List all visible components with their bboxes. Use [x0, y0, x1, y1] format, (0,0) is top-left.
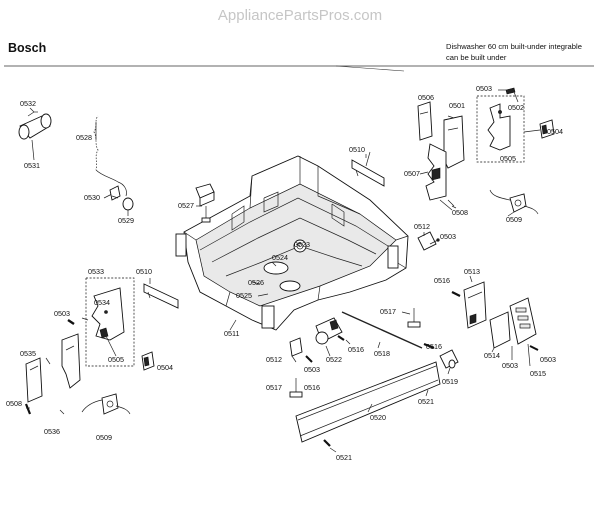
part-0518-rod [341, 311, 423, 349]
part-number-labels: 0503 0506 0501 0502 0504 0505 0507 0508 … [6, 84, 563, 462]
label-0509-left: 0509 [96, 433, 112, 442]
label-0526: 0526 [248, 278, 264, 287]
label-0518: 0518 [374, 349, 390, 358]
label-0504-right: 0504 [547, 127, 563, 136]
label-0532: 0532 [20, 99, 36, 108]
label-0533: 0533 [88, 267, 104, 276]
label-0509-right: 0509 [506, 215, 522, 224]
label-0516-right: 0516 [434, 276, 450, 285]
label-0510-top: 0510 [349, 145, 365, 154]
watermark: AppliancePartsPros.com [218, 7, 382, 24]
label-0503-right: 0503 [440, 232, 456, 241]
label-0503-far-right: 0503 [540, 355, 556, 364]
label-0511: 0511 [224, 329, 239, 338]
label-0501: 0501 [449, 101, 465, 110]
part-0522-pump [315, 317, 343, 345]
label-0503-top: 0503 [476, 84, 492, 93]
label-0517-bottom: 0517 [266, 383, 282, 392]
part-0513-bracket [463, 281, 487, 329]
model-description-line1: Dishwasher 60 cm built-under integrable [446, 42, 582, 51]
label-0522: 0522 [326, 355, 342, 364]
label-0534: 0534 [94, 298, 110, 307]
label-0529: 0529 [118, 216, 134, 225]
sub-assembly-box-top [476, 95, 525, 163]
label-0531: 0531 [24, 161, 40, 170]
label-0524: 0524 [272, 253, 288, 262]
label-0508-left: 0508 [6, 399, 22, 408]
label-0507: 0507 [404, 169, 420, 178]
label-0503-lower-right: 0503 [502, 361, 518, 370]
part-0517-feet [289, 308, 421, 398]
brand-title: Bosch [8, 41, 46, 55]
bracket-assembly-top-right [417, 87, 555, 211]
label-0516-mid: 0516 [348, 345, 364, 354]
part-0528-hose-and-fittings [93, 115, 134, 211]
part-0514-0515-guides [489, 297, 539, 351]
label-0536: 0536 [44, 427, 60, 436]
label-0503-bottom: 0503 [304, 365, 320, 374]
header-divider-tick [335, 65, 405, 72]
label-0535: 0535 [20, 349, 36, 358]
part-0519-fitting [439, 349, 459, 369]
label-0504-left: 0504 [157, 363, 173, 372]
label-0521-right: 0521 [418, 397, 434, 406]
leader-lines [26, 89, 541, 453]
label-0520: 0520 [370, 413, 386, 422]
part-0527-connector [195, 183, 215, 223]
label-0502: 0502 [508, 103, 524, 112]
label-0517-right: 0517 [380, 307, 396, 316]
base-frame-0511 [175, 155, 409, 331]
part-0532-0531-clamps [18, 111, 52, 161]
part-0516-pins [337, 291, 461, 350]
label-0516-lower-right: 0516 [426, 342, 442, 351]
label-0510-left: 0510 [136, 267, 152, 276]
part-0503-screw-left [67, 319, 75, 325]
label-0508-right: 0508 [452, 208, 468, 217]
label-0514: 0514 [484, 351, 500, 360]
label-0521-bottom: 0521 [336, 453, 352, 462]
label-0505-top: 0505 [500, 154, 516, 163]
part-0510-left-rack [143, 278, 179, 309]
label-0525: 0525 [236, 291, 252, 300]
part-0512-clip-bottom [289, 337, 313, 363]
label-0519: 0519 [442, 377, 458, 386]
label-0516-bottom: 0516 [304, 383, 320, 392]
part-0509-right [489, 189, 539, 215]
label-0503-left: 0503 [54, 309, 70, 318]
label-0512-right: 0512 [414, 222, 430, 231]
part-0510-top-rack [351, 151, 385, 187]
label-0513: 0513 [464, 267, 480, 276]
label-0527: 0527 [178, 201, 194, 210]
part-0509-left [81, 393, 131, 415]
part-0520-kick-plate [295, 361, 441, 443]
label-0505-left: 0505 [108, 355, 124, 364]
part-0504-block-left [141, 351, 155, 371]
part-0535-0536-side-panel [24, 333, 81, 415]
label-0523: 0523 [294, 240, 310, 249]
sub-assembly-box-left [85, 277, 135, 367]
label-0528: 0528 [76, 133, 92, 142]
label-0530: 0530 [84, 193, 100, 202]
label-0512-bottom: 0512 [266, 355, 282, 364]
part-0512-clip-right [417, 231, 440, 251]
model-description-line2: can be built under [446, 53, 507, 62]
label-0506: 0506 [418, 93, 434, 102]
label-0515: 0515 [530, 369, 546, 378]
